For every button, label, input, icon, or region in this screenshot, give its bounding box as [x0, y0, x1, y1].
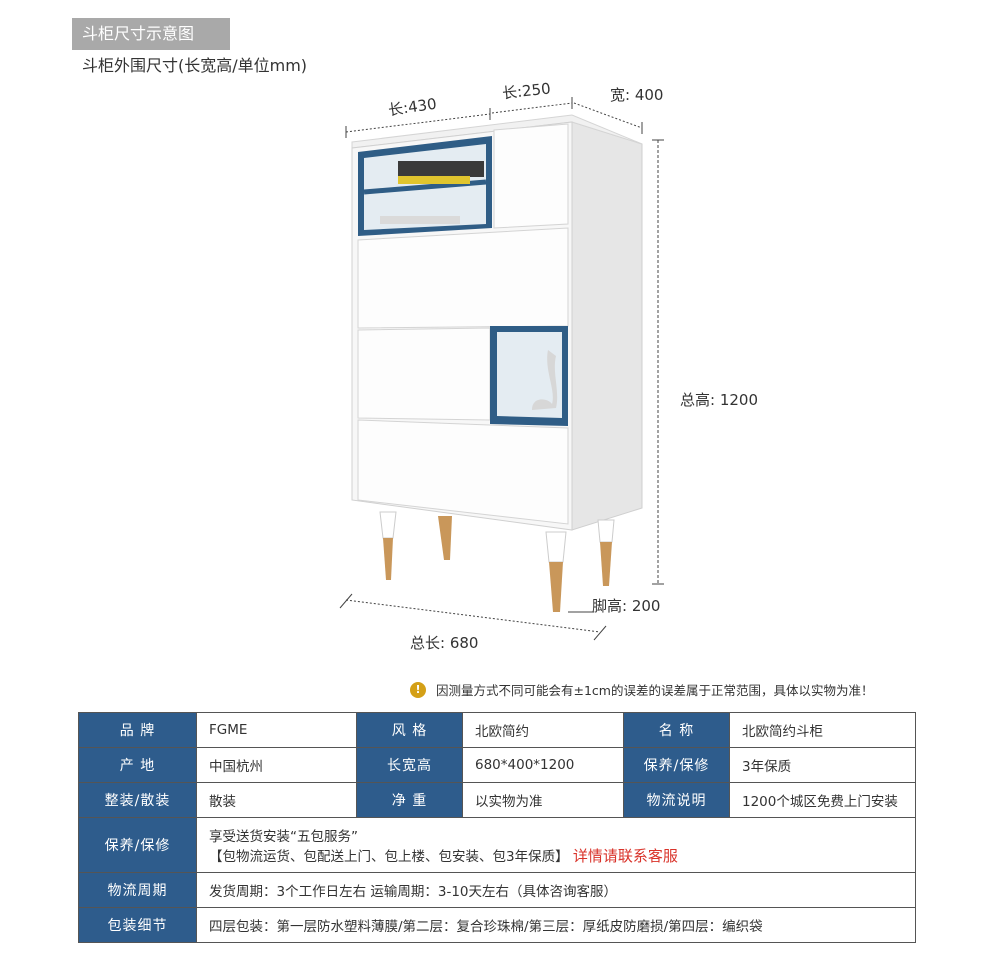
service-line-2-wrap: 【包物流运货、包配送上门、包上楼、包安装、包3年保质】 详情请联系客服	[209, 845, 915, 866]
spec-table: 品 牌 FGME 风 格 北欧简约 名 称 北欧简约斗柜 产 地 中国杭州 长宽…	[78, 712, 916, 943]
spec-value-logistics-cycle: 发货周期：3个工作日左右 运输周期：3-10天左右（具体咨询客服）	[196, 872, 916, 908]
spec-value-logistics: 1200个城区免费上门安装	[729, 782, 916, 818]
drawer-3	[357, 327, 491, 421]
spec-key-packing: 包装细节	[78, 907, 197, 943]
books-icon	[398, 161, 484, 177]
table-row: 包装细节 四层包装：第一层防水塑料薄膜/第二层：复合珍珠棉/第三层：厚纸皮防磨损…	[78, 907, 916, 943]
table-row: 物流周期 发货周期：3个工作日左右 运输周期：3-10天左右（具体咨询客服）	[78, 872, 916, 908]
table-row: 产 地 中国杭州 长宽高 680*400*1200 保养/保修 3年保质	[78, 747, 916, 783]
spec-value-brand: FGME	[196, 712, 357, 748]
service-line-1: 享受送货安装“五包服务”	[209, 828, 358, 845]
notice-text: 因测量方式不同可能会有±1cm的误差的误差属于正常范围，具体以实物为准！	[436, 683, 874, 698]
spec-key-brand: 品 牌	[78, 712, 197, 748]
cabinet-top-panel	[351, 114, 643, 149]
spec-value-origin: 中国杭州	[196, 747, 357, 783]
spec-key-weight: 净 重	[356, 782, 463, 818]
drawer-4	[357, 419, 569, 525]
drawer-top-right	[493, 123, 569, 229]
dimension-lines	[339, 97, 664, 641]
spec-key-style: 风 格	[356, 712, 463, 748]
table-row: 品 牌 FGME 风 格 北欧简约 名 称 北欧简约斗柜	[78, 712, 916, 748]
spec-value-dimensions: 680*400*1200	[462, 747, 624, 783]
dimension-total-height: 总高: 1200	[680, 391, 758, 409]
spec-key-logistics: 物流说明	[623, 782, 730, 818]
spec-value-service: 享受送货安装“五包服务” 【包物流运货、包配送上门、包上楼、包安装、包3年保质】…	[196, 817, 916, 873]
spec-key-service: 保养/保修	[78, 817, 197, 873]
spec-value-assembly: 散装	[196, 782, 357, 818]
cabinet-side-panel	[571, 121, 643, 531]
spec-key-dimensions: 长宽高	[356, 747, 463, 783]
dimension-leg-height: 脚高: 200	[592, 597, 661, 615]
table-row: 保养/保修 享受送货安装“五包服务” 【包物流运货、包配送上门、包上楼、包安装、…	[78, 817, 916, 873]
spec-value-warranty: 3年保质	[729, 747, 916, 783]
table-row: 整装/散装 散装 净 重 以实物为准 物流说明 1200个城区免费上门安装	[78, 782, 916, 818]
open-niche-inner	[497, 332, 562, 418]
dimension-total-length: 总长: 680	[410, 634, 479, 652]
page-subtitle: 斗柜外围尺寸(长宽高/单位mm)	[82, 56, 308, 75]
sculpture-icon	[532, 350, 558, 410]
spec-key-logistics-cycle: 物流周期	[78, 872, 197, 908]
spec-value-weight: 以实物为准	[462, 782, 624, 818]
spec-key-origin: 产 地	[78, 747, 197, 783]
spec-key-name: 名 称	[623, 712, 730, 748]
spec-key-assembly: 整装/散装	[78, 782, 197, 818]
measurement-notice: ! 因测量方式不同可能会有±1cm的误差的误差属于正常范围，具体以实物为准！	[410, 680, 873, 699]
cabinet-legs	[379, 511, 615, 612]
service-line-2: 【包物流运货、包配送上门、包上楼、包安装、包3年保质】	[209, 848, 569, 865]
cabinet-illustration	[339, 97, 664, 641]
spec-value-packing: 四层包装：第一层防水塑料薄膜/第二层：复合珍珠棉/第三层：厚纸皮防磨损/第四层：…	[196, 907, 916, 943]
spec-value-style: 北欧简约	[462, 712, 624, 748]
dimension-width-400: 宽: 400	[610, 86, 664, 104]
spec-value-name: 北欧简约斗柜	[729, 712, 916, 748]
spec-key-warranty: 保养/保修	[623, 747, 730, 783]
warning-icon: !	[410, 681, 426, 698]
drawer-2	[357, 227, 569, 329]
contact-service-link[interactable]: 详情请联系客服	[572, 846, 678, 865]
page-title: 斗柜尺寸示意图	[72, 18, 230, 50]
